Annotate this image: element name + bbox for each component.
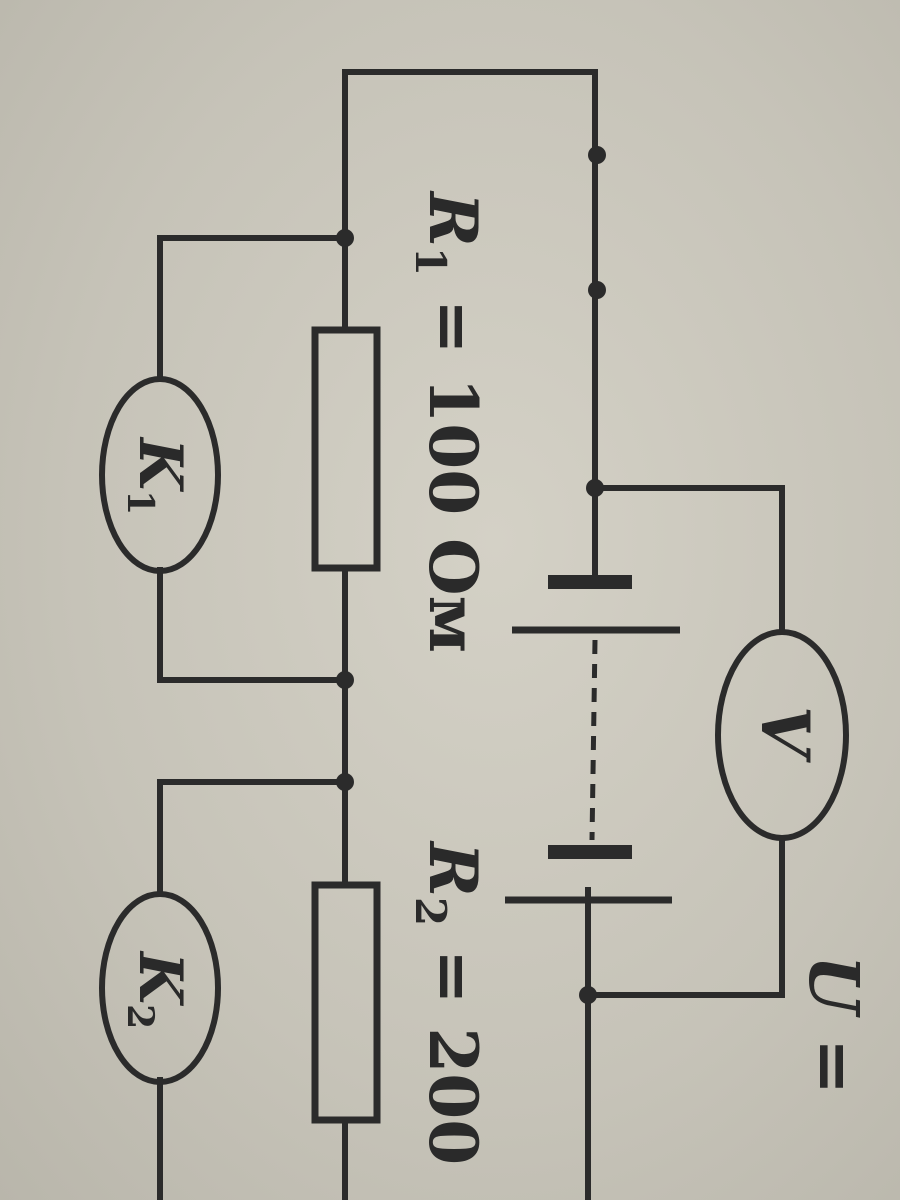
wire-k1-bottom <box>157 567 348 683</box>
wire-voltmeter-top <box>592 485 785 635</box>
voltmeter <box>715 629 849 841</box>
terminal-dot <box>588 281 606 299</box>
resistor-r2 <box>311 881 381 1124</box>
battery-dashed-link <box>589 639 598 841</box>
battery-cell-upper <box>512 575 680 634</box>
meter-k1 <box>99 376 221 574</box>
battery-cell-lower <box>505 845 672 904</box>
k2-label: K2 <box>119 950 195 1029</box>
voltmeter-label: V <box>746 706 824 763</box>
junction-dot <box>579 986 597 1004</box>
meter-k2 <box>99 891 221 1085</box>
junction-dot <box>336 671 354 689</box>
resistor-r1 <box>311 326 381 572</box>
junction-dot <box>586 479 604 497</box>
wire-k1-top <box>157 235 348 381</box>
junction-dot <box>336 773 354 791</box>
k1-label: K1 <box>119 436 195 515</box>
r2-label: R2 = 200 <box>406 840 492 1165</box>
wire-top-loop <box>342 69 598 491</box>
wire-voltmeter-bottom <box>585 835 785 998</box>
u-label: U = <box>793 955 873 1095</box>
junction-dot <box>336 229 354 247</box>
wire-k2-top <box>157 779 348 895</box>
terminal-dot <box>588 146 606 164</box>
r1-label: R1 = 100 Ом <box>406 190 492 653</box>
